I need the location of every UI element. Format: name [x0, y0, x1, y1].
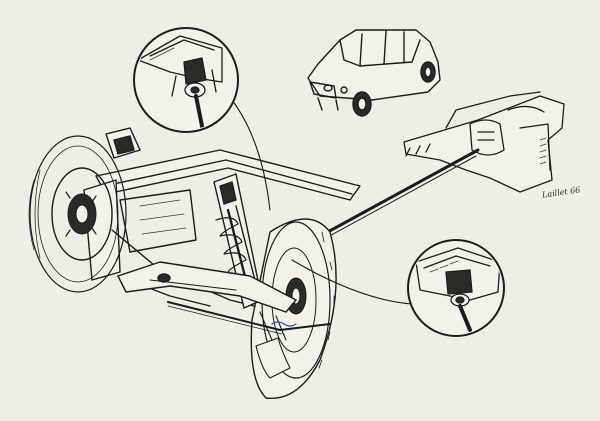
detail-inset-top [133, 27, 239, 133]
front-wheel-right [250, 218, 337, 400]
car-silhouette [307, 29, 441, 117]
lower-control-arm [117, 261, 297, 313]
front-wheel-left [28, 135, 127, 293]
detail-inset-right [407, 239, 505, 337]
rear-chassis-mount [403, 91, 565, 193]
spring [215, 217, 247, 273]
steering-rack [167, 301, 331, 341]
inset-leader-lines [231, 99, 413, 305]
